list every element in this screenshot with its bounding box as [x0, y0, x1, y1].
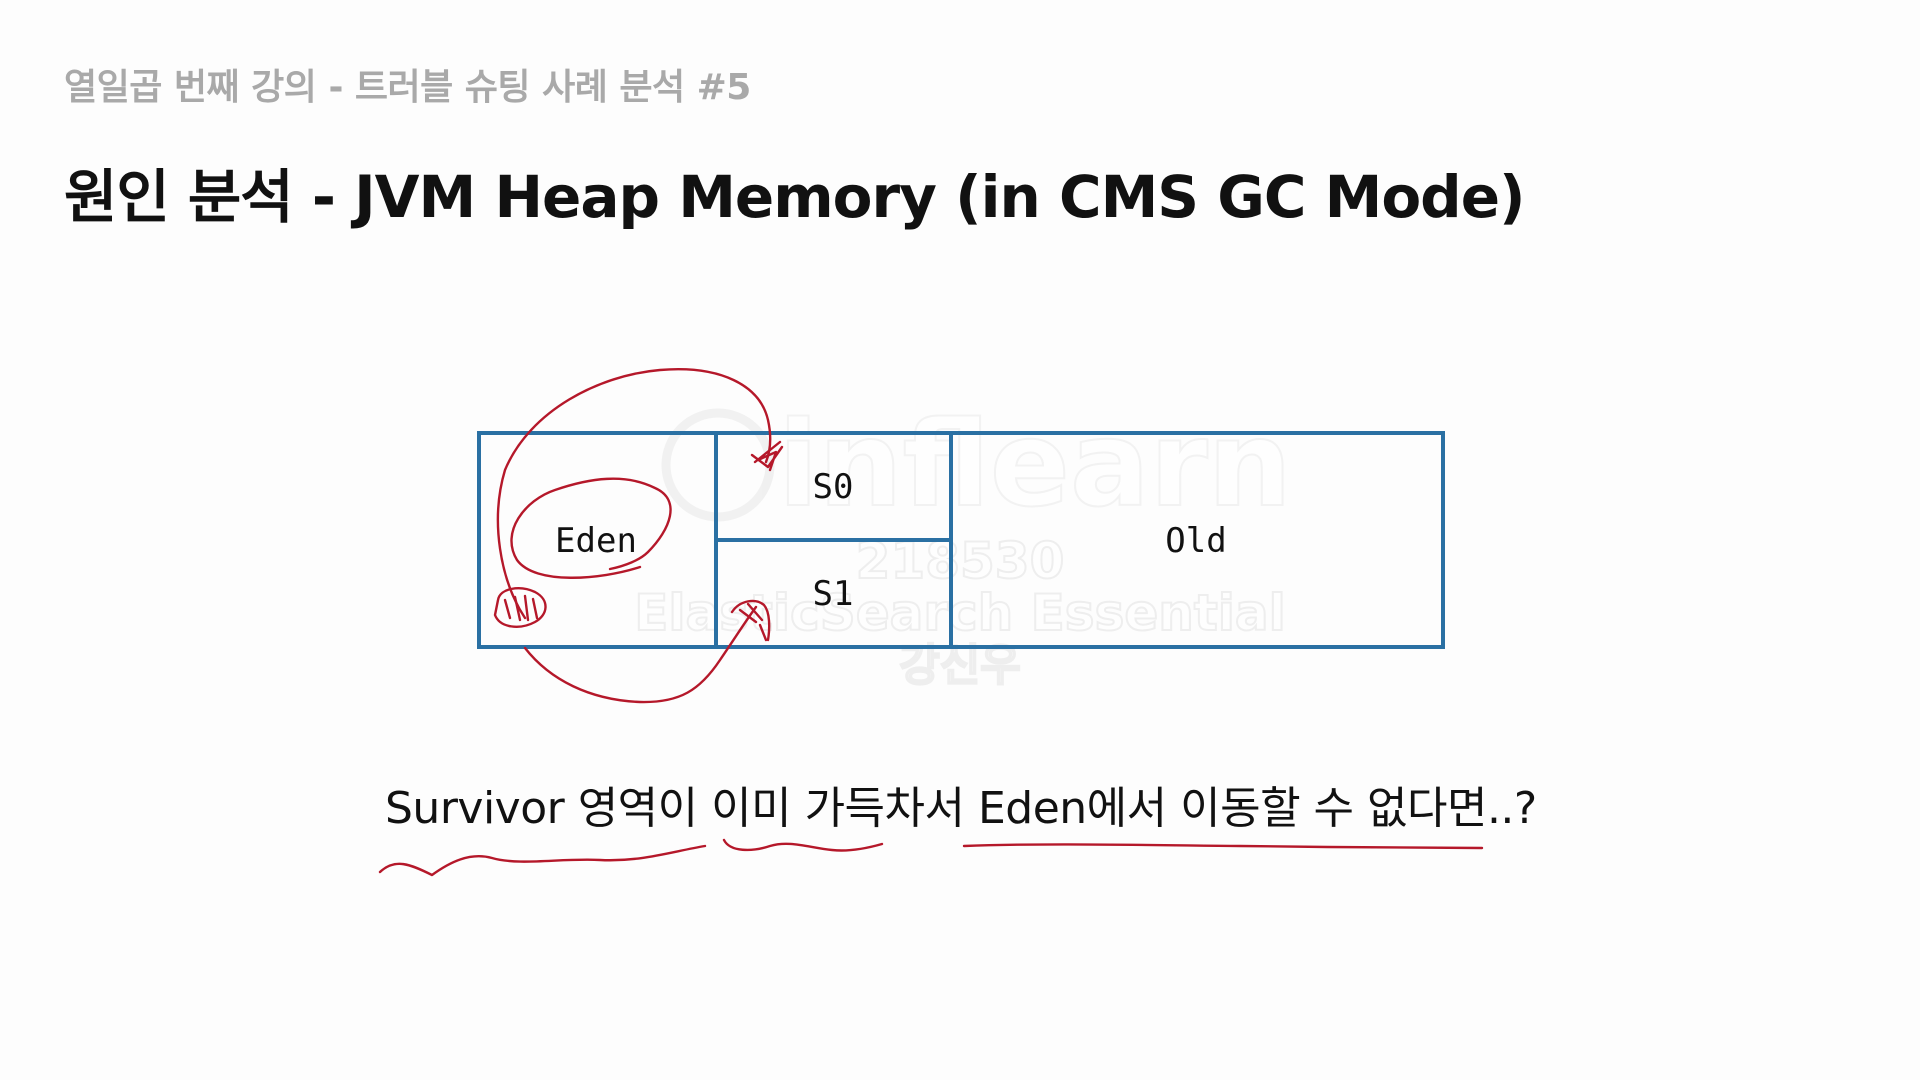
s1-label: S1: [813, 574, 854, 614]
eden-corner-scribble: [493, 587, 547, 628]
heap-outline: [477, 431, 1445, 649]
question-text: Survivor 영역이 이미 가득차서 Eden에서 이동할 수 없다면..?: [385, 783, 1537, 834]
old-label: Old: [1165, 521, 1226, 561]
eden-label: Eden: [555, 521, 637, 561]
heap-boxes: [477, 431, 1445, 649]
full-wavy-underline: [722, 838, 884, 852]
s0-label: S0: [813, 467, 854, 507]
s0-arrowhead-icon: [750, 440, 784, 472]
handwritten-annotations: [378, 368, 1484, 877]
survivor-wavy-underline: [378, 844, 707, 877]
lecture-subtitle: 열일곱 번째 강의 - 트러블 슈팅 사례 분석 #5: [64, 67, 751, 108]
eden-to-s0-arrow: [496, 368, 772, 620]
watermark-logo-text: inflearn: [778, 395, 1292, 533]
s1-arrowhead-icon: [730, 599, 771, 642]
eden-circle-annotation: [510, 477, 672, 579]
slide-title: 원인 분석 - JVM Heap Memory (in CMS GC Mode): [64, 163, 1526, 231]
eden-to-s1-arrow: [523, 605, 758, 704]
inflearn-logo-icon: inflearn: [661, 394, 1293, 534]
eden-move-underline: [962, 843, 1484, 850]
